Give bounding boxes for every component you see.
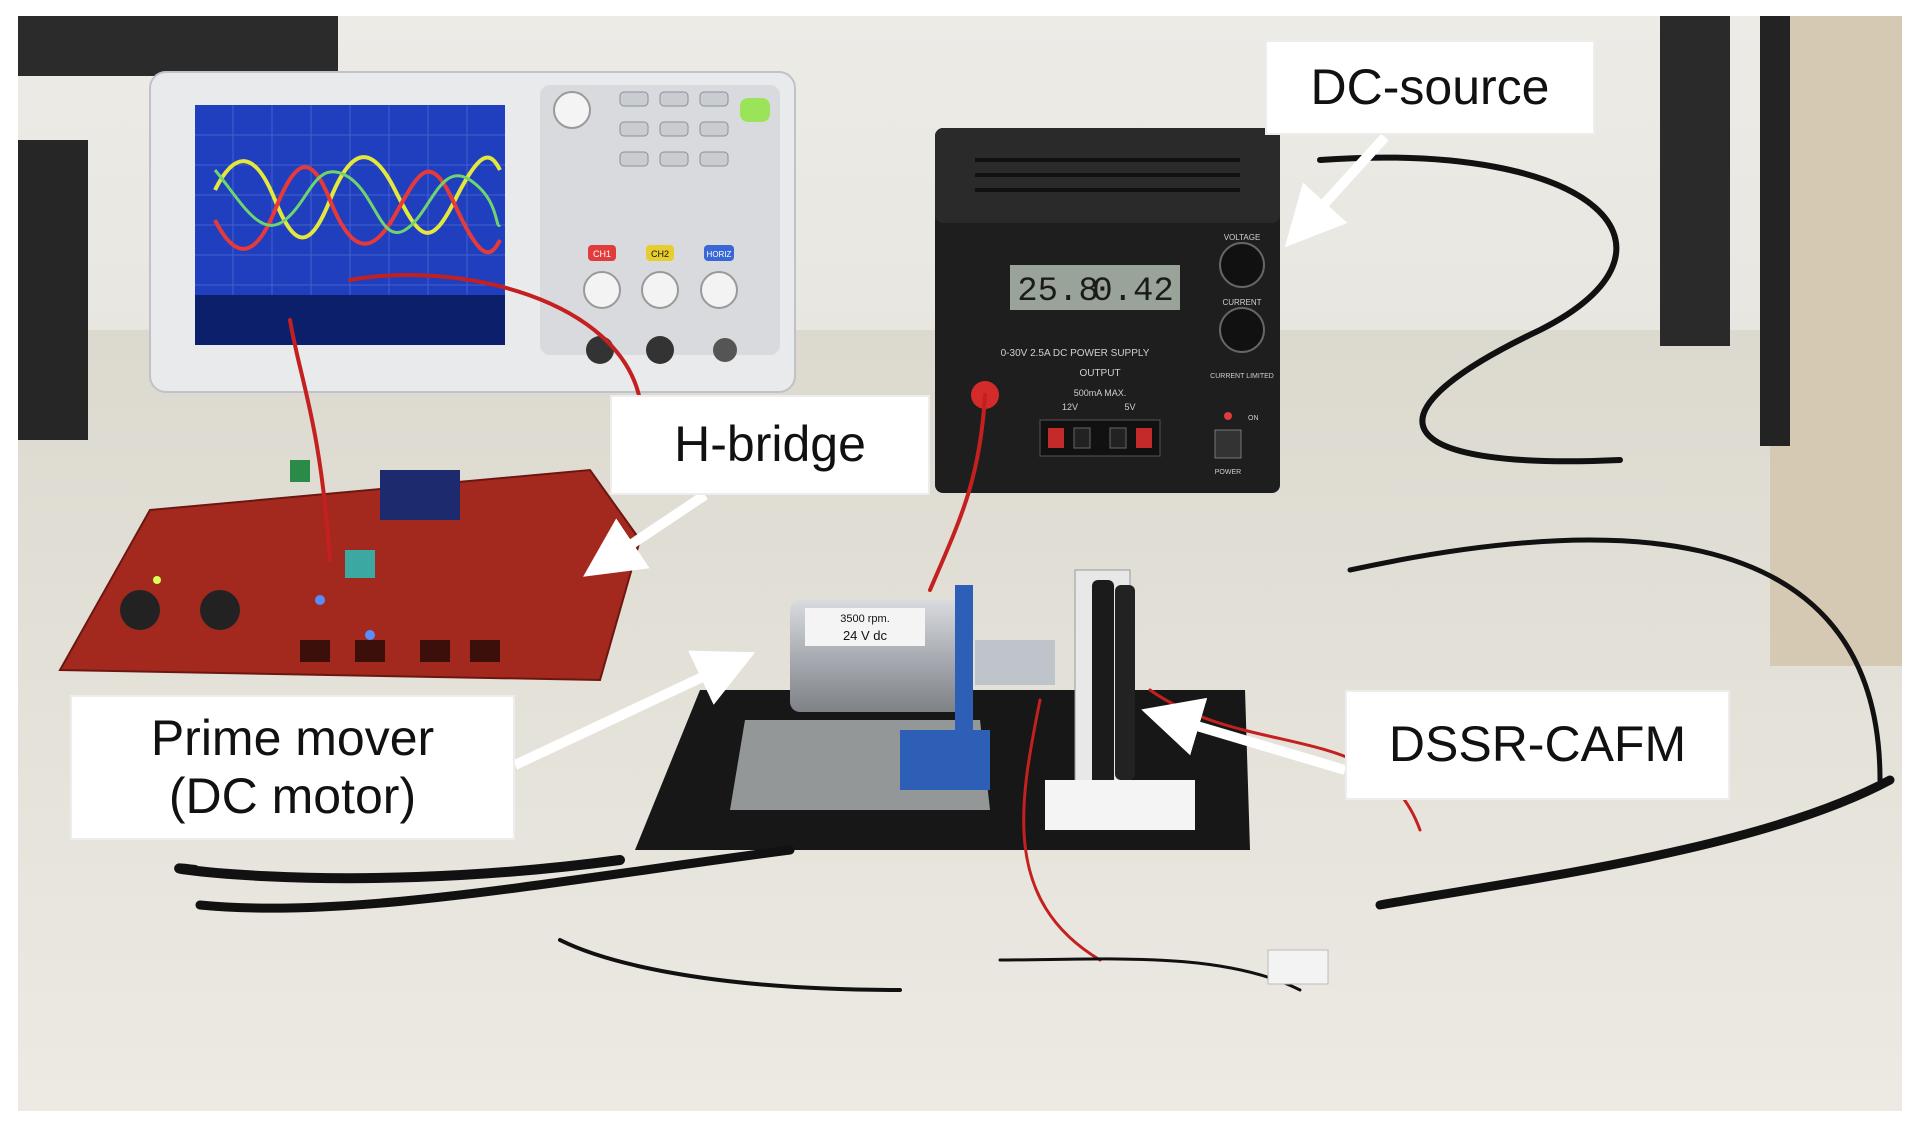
- arrow-h-bridge: [583, 490, 708, 577]
- dc-power-supply: 25.8 0.42 0-30V 2.5A DC POWER SUPPLY OUT…: [935, 128, 1280, 493]
- h-bridge-board: [58, 460, 642, 682]
- arrow-dc-source: [1284, 133, 1389, 248]
- label-prime-mover-line2: (DC motor): [168, 767, 417, 824]
- dssr-cafm-rotor: [1092, 580, 1114, 785]
- output-spec: 500mA MAX.: [1074, 388, 1127, 398]
- horiz-button-text: HORIZ: [707, 250, 732, 259]
- voltage-knob-label: VOLTAGE: [1224, 233, 1261, 242]
- motor-sticker-voltage: 24 V dc: [843, 628, 888, 643]
- power-label: POWER: [1215, 469, 1241, 476]
- arrow-prime-mover: [512, 650, 756, 770]
- ch2-button-text: CH2: [651, 249, 669, 259]
- waveform-yellow: [213, 155, 502, 240]
- power-supply-model: 0-30V 2.5A DC POWER SUPPLY: [1001, 348, 1150, 359]
- label-dssr-cafm-text: DSSR-CAFM: [1388, 716, 1687, 773]
- output-12v: 12V: [1062, 402, 1078, 412]
- label-h-bridge: H-bridge: [610, 395, 930, 495]
- ch1-button-text: CH1: [593, 249, 611, 259]
- label-dc-source: DC-source: [1265, 40, 1595, 135]
- label-dc-source-text: DC-source: [1310, 58, 1550, 115]
- motor-rig: 3500 rpm. 24 V dc: [635, 569, 1250, 850]
- label-prime-mover-line1: Prime mover: [150, 710, 435, 766]
- label-prime-mover: Prime mover (DC motor): [70, 695, 515, 840]
- oscilloscope: CH1 CH2 HORIZ: [149, 71, 796, 393]
- power-switch: [1214, 429, 1242, 459]
- label-h-bridge-text: H-bridge: [674, 416, 866, 473]
- on-label: ON: [1248, 415, 1259, 422]
- voltage-reading: 25.8: [1017, 273, 1099, 311]
- waveform-green: [213, 169, 502, 234]
- waveform-red: [213, 165, 502, 255]
- current-reading: 0.42: [1092, 273, 1174, 311]
- current-knob: [1219, 307, 1265, 353]
- current-knob-label: CURRENT: [1222, 298, 1261, 307]
- motor-sticker-rpm: 3500 rpm.: [840, 613, 890, 625]
- voltage-knob: [1219, 242, 1265, 288]
- current-limited-label: CURRENT LIMITED: [1210, 373, 1274, 380]
- output-label: OUTPUT: [1079, 368, 1120, 379]
- annotation-arrows: [512, 133, 1389, 775]
- oled-screen: [380, 470, 460, 520]
- current-display: [1085, 265, 1180, 310]
- arrow-dssr-cafm: [1141, 697, 1347, 775]
- label-dssr-cafm: DSSR-CAFM: [1345, 690, 1730, 800]
- output-5v: 5V: [1124, 402, 1135, 412]
